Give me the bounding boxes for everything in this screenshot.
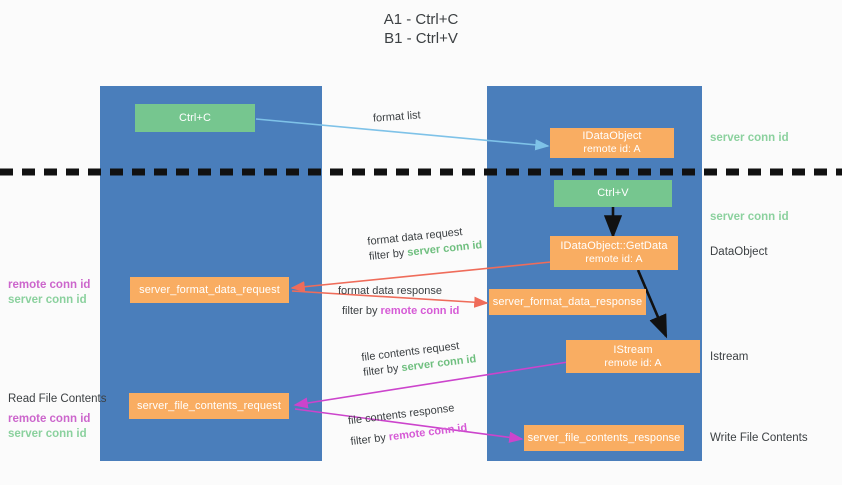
page-title: A1 - Ctrl+C B1 - Ctrl+V — [383, 11, 459, 47]
right-label-write-file-contents: Write File Contents — [710, 432, 808, 444]
edge-label-format-data-response-filter: filter by remote conn id — [342, 304, 459, 319]
left-label-remote-conn-id-lower: remote conn id — [8, 413, 91, 425]
node-server-file-contents-request-label: server_file_contents_request — [136, 399, 282, 412]
left-label-server-conn-id-upper: server conn id — [8, 294, 87, 306]
node-server-format-data-request[interactable]: server_format_data_request — [130, 277, 289, 303]
edge-label-format-data-response-line1: format data response — [338, 285, 442, 297]
edge-label-format-list: format list — [373, 108, 422, 126]
node-ctrl-v[interactable]: Ctrl+V — [554, 180, 672, 207]
node-istream-line1: IStream — [613, 343, 653, 356]
left-label-conn-ids-upper: remote conn id server conn id — [8, 278, 90, 308]
node-istream-line2: remote id: A — [604, 356, 662, 369]
node-ctrl-c-label: Ctrl+C — [178, 111, 212, 124]
right-label-server-conn-id-top: server conn id — [710, 132, 789, 144]
node-istream[interactable]: IStream remote id: A — [566, 340, 700, 373]
node-server-file-contents-request[interactable]: server_file_contents_request — [129, 393, 289, 419]
node-server-format-data-response[interactable]: server_format_data_response — [489, 289, 646, 315]
filter-prefix: filter by — [368, 246, 408, 263]
node-idataobject-line2: remote id: A — [583, 143, 641, 155]
node-idataobject-getdata-line2: remote id: A — [585, 253, 643, 265]
filter-key-remote-conn-id: remote conn id — [388, 421, 468, 444]
node-idataobject[interactable]: IDataObject remote id: A — [550, 128, 674, 158]
edge-label-file-contents-request: file contents request filter by server c… — [361, 337, 478, 381]
node-ctrl-c[interactable]: Ctrl+C — [135, 104, 255, 132]
edge-label-file-contents-response: file contents response filter by remote … — [347, 400, 468, 450]
left-label-remote-conn-id-upper: remote conn id — [8, 279, 91, 291]
dashed-separator — [0, 168, 842, 176]
left-label-conn-ids-lower: remote conn id server conn id — [8, 412, 90, 442]
node-server-format-data-request-label: server_format_data_request — [139, 283, 280, 296]
filter-key-remote-conn-id: remote conn id — [380, 305, 460, 317]
node-idataobject-getdata[interactable]: IDataObject::GetData remote id: A — [550, 236, 678, 270]
node-server-format-data-response-label: server_format_data_response — [492, 295, 643, 308]
edge-label-format-data-request: format data request filter by server con… — [367, 223, 483, 265]
edge-label-format-data-response: format data response filter by remote co… — [338, 284, 459, 319]
node-idataobject-line1: IDataObject — [582, 130, 642, 142]
right-label-istream: Istream — [710, 351, 749, 363]
node-server-file-contents-response-label: server_file_contents_response — [527, 431, 681, 444]
edge-label-format-list-text: format list — [372, 109, 422, 125]
node-idataobject-getdata-line1: IDataObject::GetData — [560, 240, 668, 252]
left-label-read-file-contents: Read File Contents — [8, 393, 107, 405]
filter-prefix: filter by — [342, 305, 381, 317]
right-label-dataobject: DataObject — [710, 246, 768, 258]
filter-prefix: filter by — [349, 431, 390, 449]
node-server-file-contents-response[interactable]: server_file_contents_response — [524, 425, 684, 451]
filter-prefix: filter by — [362, 362, 403, 379]
node-ctrl-v-label: Ctrl+V — [597, 187, 629, 199]
right-label-server-conn-id-mid: server conn id — [710, 211, 789, 223]
left-label-server-conn-id-lower: server conn id — [8, 428, 87, 440]
